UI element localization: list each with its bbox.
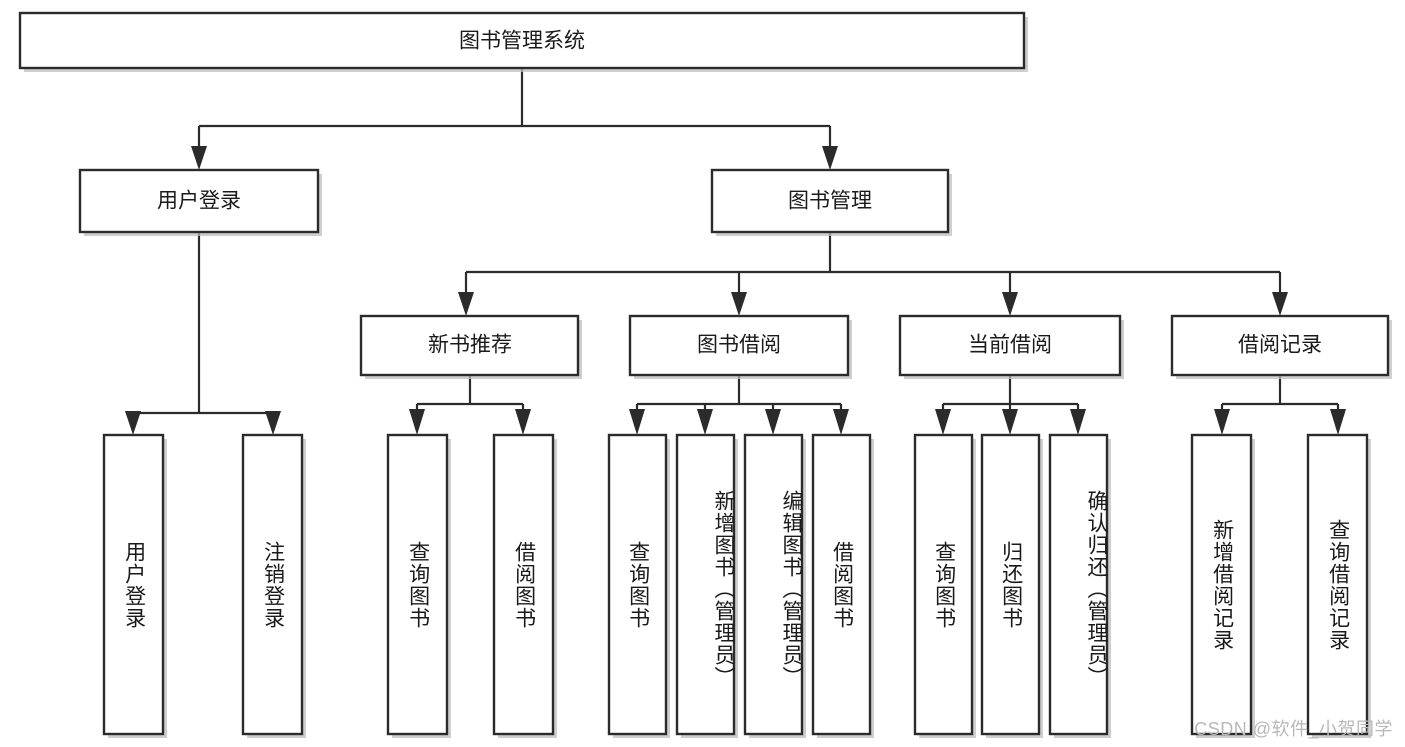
- arrowhead-book-manage: [822, 146, 838, 170]
- node-current-borrow[interactable]: [898, 314, 1122, 377]
- node-new-book[interactable]: [359, 314, 580, 377]
- leaf-borrow-record-2[interactable]: [1306, 433, 1369, 736]
- arrowhead-cb-leaf-2: [1002, 409, 1018, 435]
- arrowhead-bb-leaf-1: [629, 409, 645, 435]
- arrowhead-borrow-record: [1272, 292, 1288, 316]
- label-current-borrow: 当前借阅: [968, 334, 1052, 357]
- node-book-manage[interactable]: [710, 168, 950, 234]
- arrowhead-leaf-logout: [265, 411, 281, 435]
- leaf-current-borrow-2[interactable]: [980, 433, 1041, 736]
- arrowhead-cb-leaf-3: [1070, 409, 1086, 435]
- arrowhead-book-borrow: [731, 292, 747, 316]
- arrowhead-bb-leaf-2: [697, 409, 713, 435]
- leaf-book-borrow-1[interactable]: [607, 433, 668, 736]
- label-borrow-record: 借阅记录: [1238, 334, 1322, 357]
- leaf-user-login-1[interactable]: [102, 433, 165, 736]
- label-book-manage: 图书管理: [788, 190, 872, 213]
- leaf-current-borrow-3[interactable]: [1048, 433, 1109, 736]
- label-user-login: 用户登录: [157, 190, 241, 213]
- arrowhead-new-book: [458, 292, 474, 316]
- node-book-borrow[interactable]: [628, 314, 850, 377]
- label-new-book: 新书推荐: [428, 334, 512, 357]
- leaf-current-borrow-1[interactable]: [913, 433, 974, 736]
- connector-group: [125, 68, 1346, 435]
- node-borrow-record[interactable]: [1170, 314, 1390, 377]
- arrowhead-user-login: [191, 146, 207, 170]
- watermark-text: CSDN @软件_小贺同学: [1194, 719, 1393, 739]
- leaf-new-book-1[interactable]: [386, 433, 449, 736]
- arrowhead-nb-leaf-2: [515, 409, 531, 435]
- leaf-book-borrow-4[interactable]: [811, 433, 872, 736]
- arrowhead-current-borrow: [1002, 292, 1018, 316]
- leaf-borrow-record-1[interactable]: [1190, 433, 1253, 736]
- arrowhead-br-leaf-2: [1330, 409, 1346, 435]
- label-root: 图书管理系统: [459, 30, 585, 53]
- arrowhead-leaf-user-login: [125, 411, 141, 435]
- arrowhead-br-leaf-1: [1214, 409, 1230, 435]
- arrowhead-bb-leaf-4: [833, 409, 849, 435]
- leaf-book-borrow-2[interactable]: [675, 433, 736, 736]
- arrowhead-nb-leaf-1: [409, 409, 425, 435]
- horizontal-label-group: 图书管理系统 用户登录 图书管理 新书推荐 图书借阅 当前借阅 借阅记录: [157, 30, 1322, 357]
- label-book-borrow: 图书借阅: [697, 334, 781, 357]
- leaf-new-book-2[interactable]: [492, 433, 555, 736]
- node-root[interactable]: [18, 11, 1026, 70]
- leaf-book-borrow-3[interactable]: [743, 433, 804, 736]
- leaf-user-login-2[interactable]: [241, 433, 304, 736]
- arrowhead-cb-leaf-1: [935, 409, 951, 435]
- node-user-login[interactable]: [78, 168, 320, 234]
- node-box-group: [18, 11, 1392, 738]
- arrowhead-bb-leaf-3: [765, 409, 781, 435]
